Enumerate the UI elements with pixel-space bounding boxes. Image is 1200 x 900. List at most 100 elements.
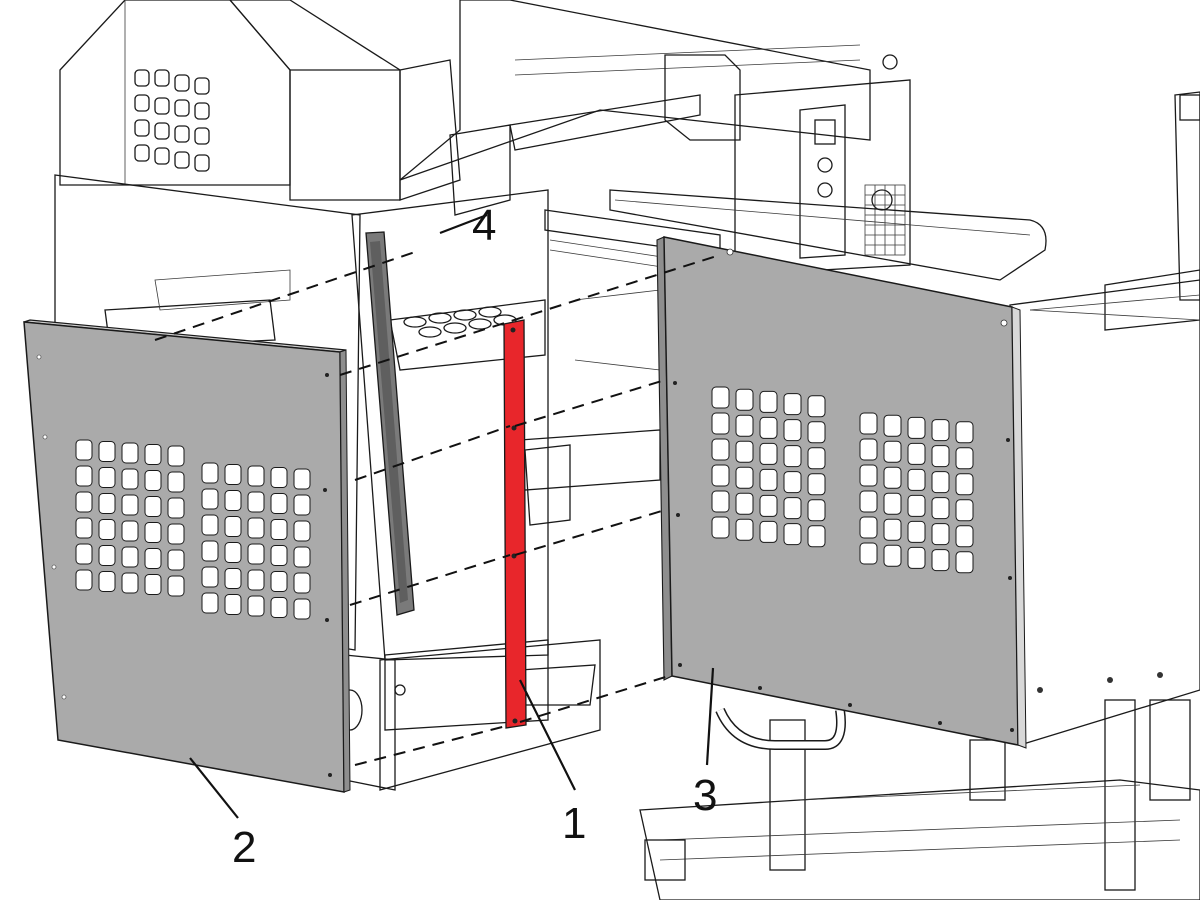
vent-hole [144, 496, 162, 517]
vent-hole [121, 546, 139, 568]
vent-hole [247, 517, 265, 539]
vent-hole [75, 569, 93, 591]
vent-hole [907, 494, 926, 517]
assembly-guide-lines [154, 251, 721, 766]
callout-4: 4 [439, 201, 496, 250]
vent-hole [955, 525, 974, 548]
vent-hole [293, 598, 311, 620]
vent-hole [859, 542, 878, 565]
vent-hole [247, 491, 265, 513]
vent-hole [293, 468, 311, 490]
callout-2: 2 [189, 757, 256, 872]
vent-hole [807, 395, 826, 418]
vent-hole [270, 519, 288, 540]
vent-hole [759, 416, 778, 439]
housing-vent-grid [134, 69, 210, 172]
vent-hole [907, 546, 926, 569]
vent-hole [807, 473, 826, 496]
vent-hole [144, 522, 162, 543]
vent-hole [201, 540, 219, 562]
vent-hole [883, 440, 902, 463]
vent-hole [201, 514, 219, 536]
vent-hole [931, 497, 950, 520]
vent-hole [224, 464, 242, 485]
vent-hole [931, 419, 950, 442]
vent-hole [955, 447, 974, 470]
vent-hole [807, 525, 826, 548]
vent-hole [931, 445, 950, 468]
vent-hole [270, 571, 288, 592]
vent-hole [201, 462, 219, 484]
vent-hole [167, 471, 185, 493]
vent-hole [121, 442, 139, 464]
right-column [1104, 91, 1200, 331]
vent-hole [75, 439, 93, 461]
vent-hole [224, 516, 242, 537]
vent-hole [75, 491, 93, 513]
vent-hole [167, 549, 185, 571]
vent-hole [783, 445, 802, 468]
right-cabinet-body [1009, 279, 1200, 746]
vent-hole [270, 597, 288, 618]
vent-hole [783, 523, 802, 546]
vent-hole [931, 523, 950, 546]
callout-label-2: 2 [232, 823, 256, 872]
callout-1: 1 [519, 679, 586, 848]
vent-hole [735, 466, 754, 489]
vent-hole [859, 516, 878, 539]
vent-hole [735, 518, 754, 541]
vent-hole [735, 388, 754, 411]
left-panel-vent-grid [75, 439, 311, 620]
vent-hole [883, 492, 902, 515]
vent-hole [859, 438, 878, 461]
red-strip-part-1 [503, 319, 527, 729]
vent-hole [783, 497, 802, 520]
right-panel-vent-grid [711, 386, 974, 574]
vent-hole [167, 497, 185, 519]
callout-label-4: 4 [472, 201, 496, 250]
vent-hole [783, 393, 802, 416]
vent-hole [121, 520, 139, 542]
vent-hole [224, 490, 242, 511]
callout-label-3: 3 [693, 771, 717, 820]
vent-hole [955, 421, 974, 444]
vent-hole [955, 499, 974, 522]
vent-hole [907, 520, 926, 543]
machine-enclosure [54, 0, 1200, 900]
vent-hole [711, 386, 730, 409]
vent-hole [735, 414, 754, 437]
vent-hole [247, 595, 265, 617]
vent-hole [293, 546, 311, 568]
vent-hole [247, 465, 265, 487]
vent-hole [98, 467, 116, 488]
support-stand [639, 699, 1200, 900]
vent-hole [883, 414, 902, 437]
vent-hole [711, 464, 730, 487]
vent-hole [883, 466, 902, 489]
vent-hole [955, 551, 974, 574]
vent-hole [224, 568, 242, 589]
vent-hole [931, 471, 950, 494]
vent-hole [883, 518, 902, 541]
overhead-frame [399, 0, 871, 216]
vent-hole [121, 494, 139, 516]
vent-hole [167, 575, 185, 597]
vent-hole [807, 421, 826, 444]
vent-hole [807, 447, 826, 470]
left-side-panel-part-2 [23, 319, 351, 793]
vent-hole [144, 470, 162, 491]
vent-hole [144, 548, 162, 569]
vent-hole [224, 542, 242, 563]
vent-hole [75, 517, 93, 539]
vent-hole [98, 571, 116, 592]
vent-hole [759, 520, 778, 543]
control-cabinet [734, 54, 911, 276]
vent-hole [98, 545, 116, 566]
vent-hole [224, 594, 242, 615]
vent-hole [711, 490, 730, 513]
vent-hole [759, 494, 778, 517]
vent-hole [907, 416, 926, 439]
vent-hole [711, 438, 730, 461]
callout-label-1: 1 [562, 799, 586, 848]
vent-hole [201, 566, 219, 588]
